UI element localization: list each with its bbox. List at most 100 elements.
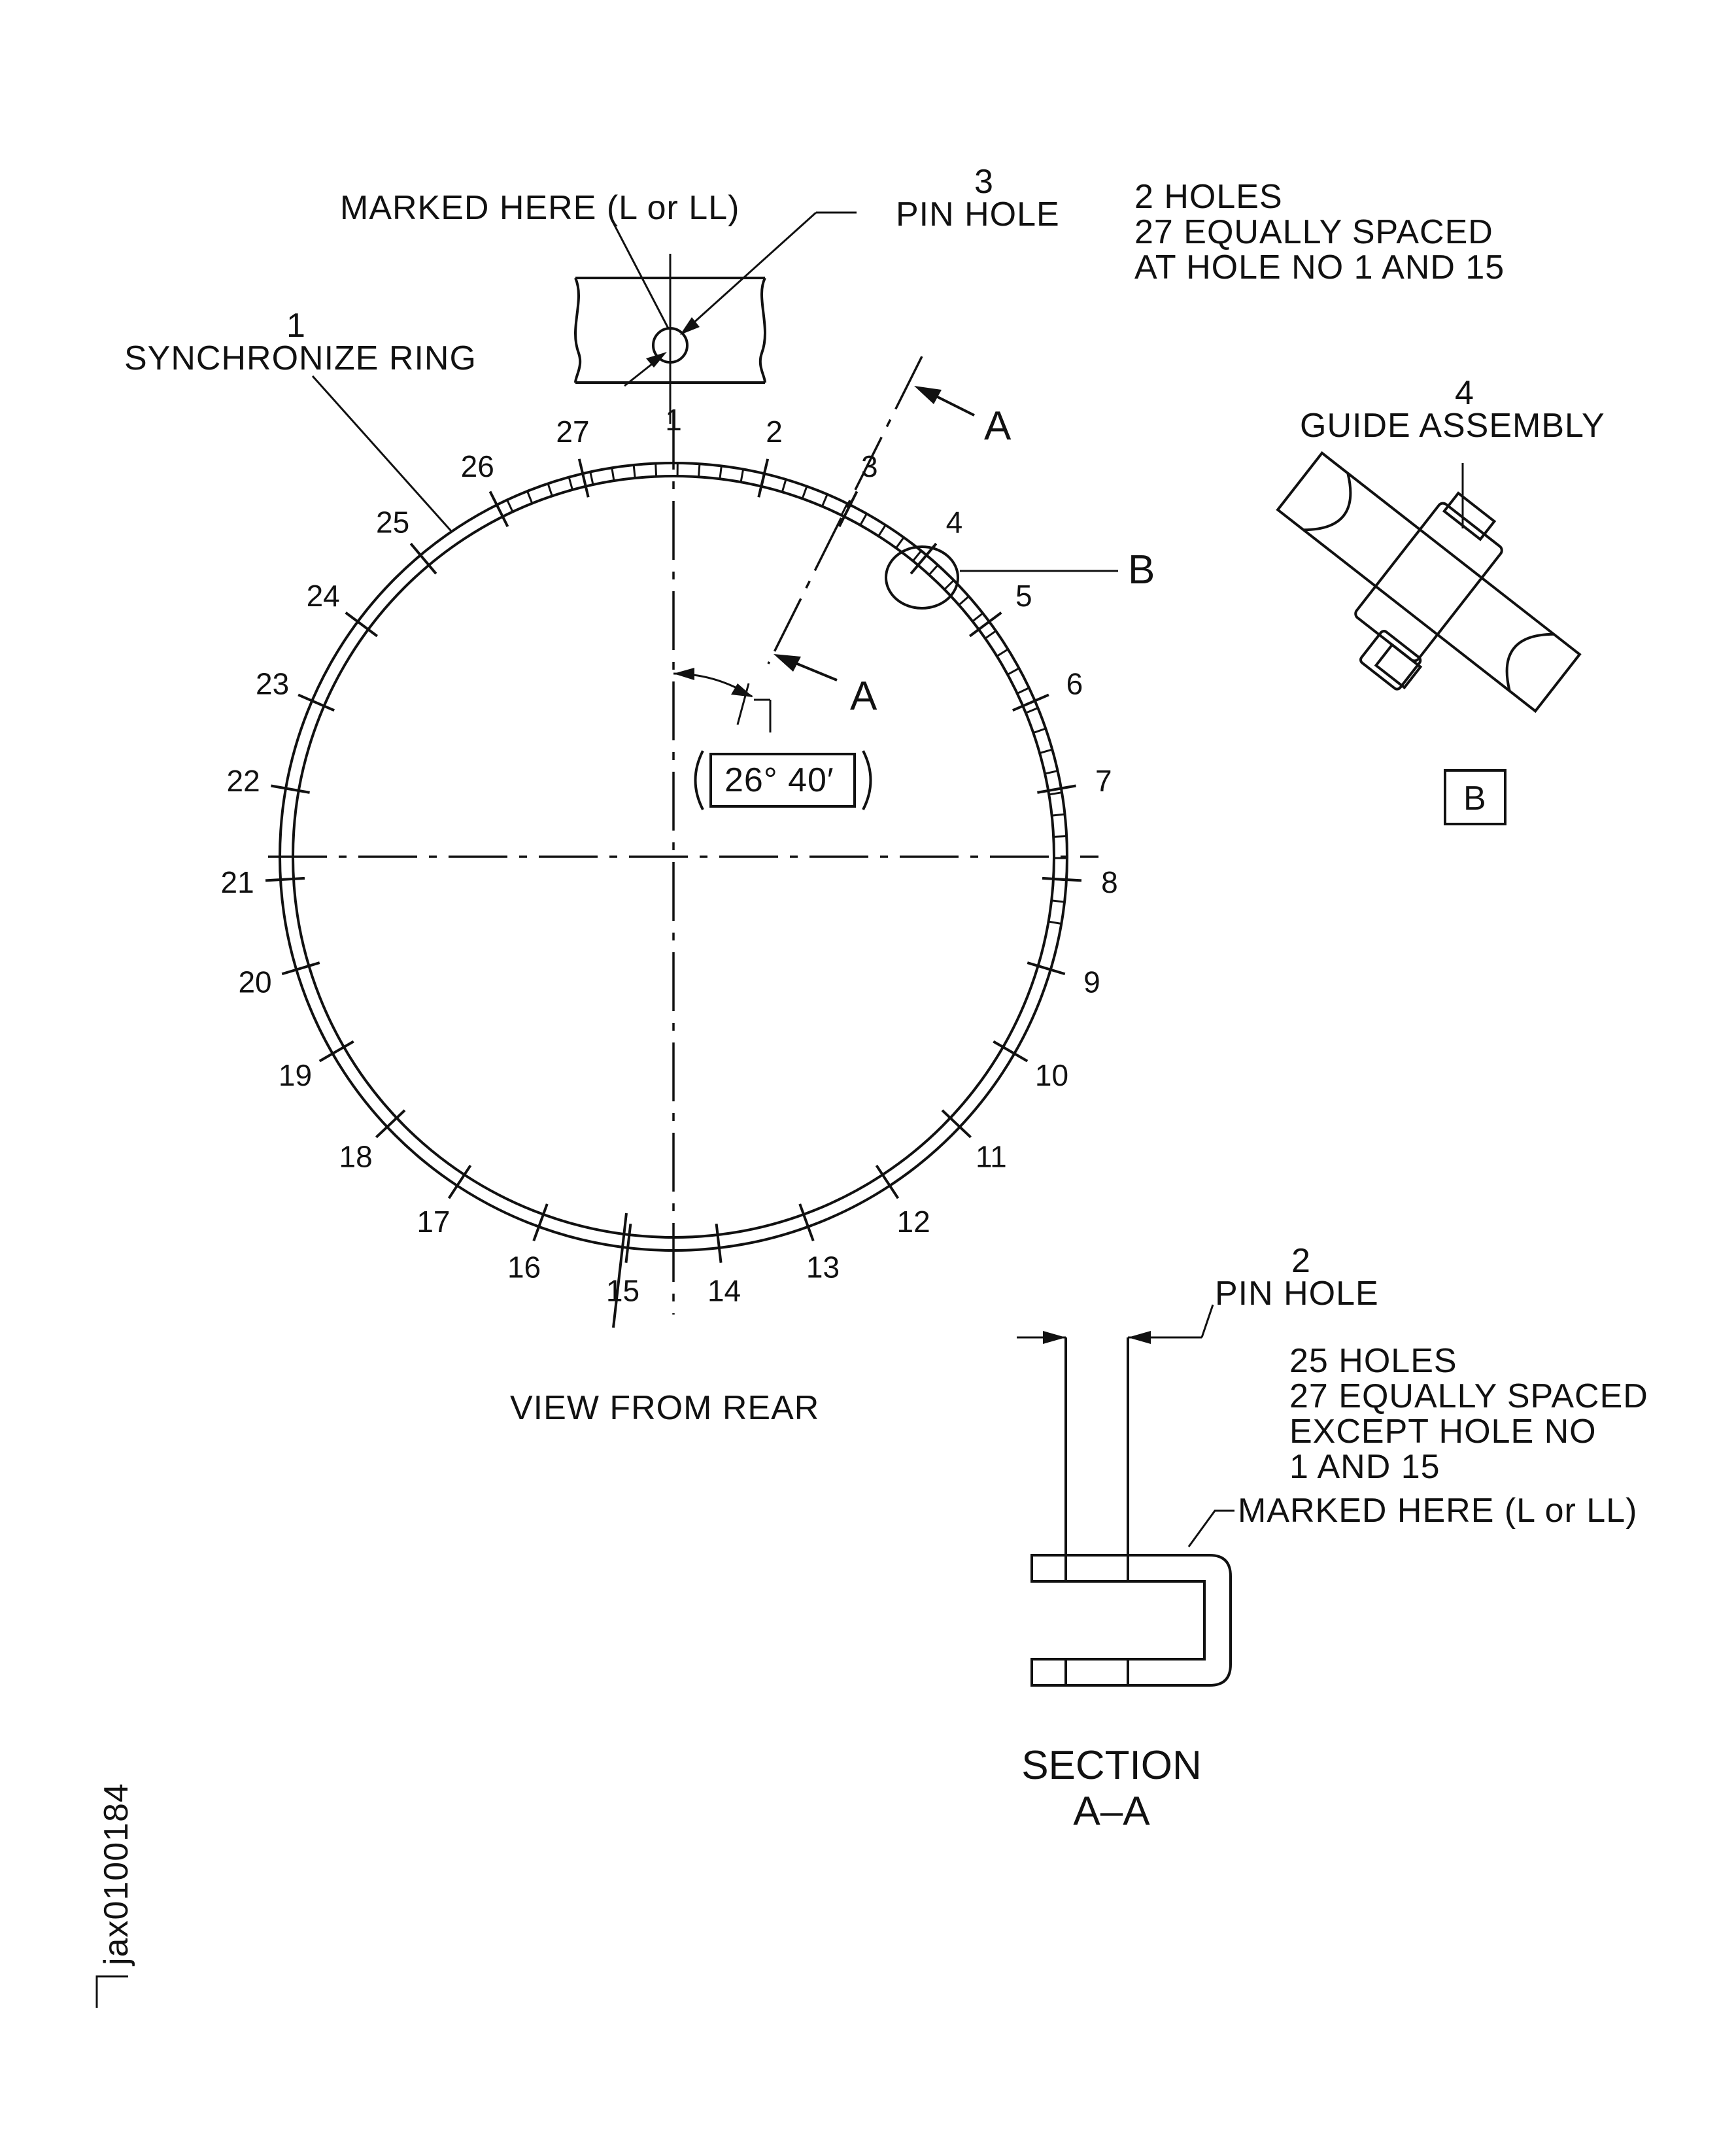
- guide-label: GUIDE ASSEMBLY: [1300, 407, 1605, 445]
- hole-tick: [1027, 961, 1066, 976]
- detail-b-circle: [885, 545, 959, 610]
- section-cut-line: [767, 356, 923, 664]
- hole-number-label: 6: [1066, 666, 1083, 700]
- ring-slot: [984, 630, 996, 640]
- ring-slot: [1032, 727, 1046, 734]
- ring-slot: [781, 479, 787, 492]
- hole-tick: [1042, 876, 1082, 882]
- hole-number-label: 26: [461, 449, 494, 483]
- section-arrow-top: [914, 386, 975, 417]
- hole-number-label: 12: [896, 1205, 930, 1239]
- hole-number-label: 22: [227, 764, 260, 798]
- ring-slot: [1051, 813, 1065, 817]
- hole-tick: [715, 1223, 723, 1264]
- hole-tick: [488, 490, 509, 527]
- ring-slot: [632, 464, 636, 479]
- hole-tick: [265, 876, 305, 882]
- hole-number-label: 8: [1101, 865, 1118, 899]
- detail-b-letter: B: [1128, 547, 1155, 593]
- ring-slot: [1025, 707, 1038, 714]
- hole-number-label: 13: [806, 1250, 840, 1284]
- hole-number-label: 10: [1035, 1058, 1068, 1092]
- ring-slot: [568, 477, 573, 490]
- hole-number-label: 25: [376, 505, 409, 539]
- pin-hole-2-index: 2: [1291, 1242, 1311, 1280]
- hole-number-label: 18: [339, 1139, 373, 1173]
- detail-b-box-label: B: [1463, 780, 1487, 817]
- section-title-line2: A–A: [1073, 1789, 1150, 1834]
- section-arrow-bottom: [774, 654, 838, 681]
- marked-here-bottom-label: MARKED HERE (L or LL): [1238, 1492, 1637, 1530]
- hole-number-label: 2: [766, 415, 783, 449]
- hole-tick: [757, 458, 770, 498]
- ring-slot: [1051, 899, 1065, 903]
- sync-ring-leader: [311, 375, 452, 532]
- angle-dimension: [673, 668, 872, 810]
- marked-here-arrow: [624, 352, 667, 387]
- ring-slot: [1048, 791, 1063, 796]
- hole-number-label: 14: [707, 1273, 741, 1307]
- svg-text:27 EQUALLY SPACED: 27 EQUALLY SPACED: [1134, 213, 1493, 251]
- top-pin-hole-detail: [574, 254, 766, 424]
- hole-number-label: 3: [861, 449, 878, 483]
- hole-number-label: 15: [606, 1273, 639, 1307]
- section-letter-top: A: [984, 404, 1012, 449]
- hole-number-label: 27: [556, 415, 589, 449]
- hole-number-label: 7: [1095, 764, 1112, 798]
- ring-slot: [895, 536, 905, 549]
- hole-tick: [298, 693, 335, 712]
- angle-value: 26° 40′: [724, 761, 834, 799]
- ring-slot: [719, 466, 723, 479]
- ring-slot: [589, 472, 594, 485]
- hole-number-label: 21: [221, 865, 254, 899]
- ring-slots: [506, 463, 1068, 925]
- hole-tick: [447, 1164, 472, 1199]
- hole-tick: [1012, 693, 1049, 712]
- section-letter-bottom: A: [850, 674, 877, 719]
- svg-text:25 HOLES: 25 HOLES: [1289, 1342, 1457, 1380]
- section-a-a-view: [1017, 1304, 1234, 1687]
- ring-slot: [1048, 920, 1062, 925]
- hole-tick: [993, 1040, 1029, 1063]
- hole-tick: [838, 490, 859, 527]
- holes-note-top: 2 HOLES 27 EQUALLY SPACED AT HOLE NO 1 A…: [1134, 178, 1504, 286]
- ring-slot: [821, 494, 828, 507]
- ring-slot: [1044, 770, 1058, 775]
- hole-tick: [271, 784, 310, 794]
- hole-number-label: 17: [417, 1205, 450, 1239]
- detail-b-box: [1444, 769, 1506, 825]
- figure-id: jax0100184: [97, 1783, 135, 1967]
- hole-number-label: 23: [256, 666, 289, 700]
- ring-slot: [506, 499, 514, 513]
- marked-here-top-label: MARKED HERE (L or LL): [340, 189, 740, 227]
- hole-number-label: 9: [1083, 965, 1100, 999]
- hole-tick: [969, 611, 1002, 638]
- hole-tick: [281, 961, 320, 976]
- ring-slot: [972, 612, 984, 623]
- hole-tick: [375, 1109, 406, 1139]
- section-title-line1: SECTION: [1021, 1743, 1202, 1788]
- pin-hole-2-label: PIN HOLE: [1215, 1275, 1379, 1313]
- ring-slot: [928, 564, 939, 576]
- ring-slot: [859, 513, 868, 526]
- sync-ring-label: SYNCHRONIZE RING: [124, 339, 477, 377]
- holes-note-bottom: 25 HOLES 27 EQUALLY SPACED EXCEPT HOLE N…: [1289, 1342, 1648, 1486]
- marked-here-leader: [610, 218, 670, 329]
- ring-slot: [1039, 748, 1053, 754]
- ring-slot: [526, 490, 534, 504]
- ring-slot: [912, 550, 923, 562]
- ring-slot: [958, 595, 970, 606]
- hole-tick: [532, 1203, 549, 1241]
- pin-hole-3-index: 3: [974, 163, 994, 201]
- ring-slot: [740, 469, 745, 483]
- ring-slot: [1007, 667, 1020, 676]
- hole-tick: [409, 542, 437, 575]
- ring-slot: [698, 464, 701, 477]
- hole-tick: [577, 458, 590, 498]
- hole-position-ticks: [265, 458, 1082, 1264]
- svg-text:1 AND 15: 1 AND 15: [1289, 1448, 1440, 1486]
- hole-number-label: 20: [238, 965, 271, 999]
- hole-number-label: 4: [946, 505, 963, 539]
